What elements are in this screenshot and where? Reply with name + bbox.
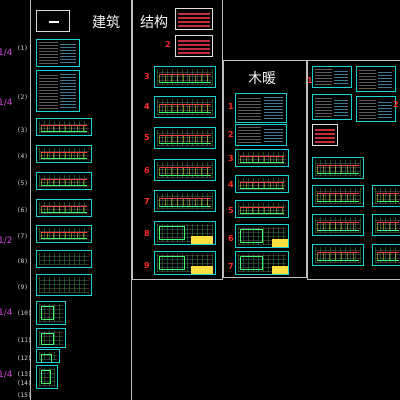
sheet-index: (9) xyxy=(17,284,28,291)
sheet-number: 5 xyxy=(228,206,234,215)
sheet-thumbnail[interactable] xyxy=(154,251,216,275)
sheet-thumbnail[interactable] xyxy=(154,221,216,245)
sheet-index: (1) xyxy=(17,45,28,52)
sheet-index: (3) xyxy=(17,127,28,134)
sheet-thumbnail[interactable] xyxy=(235,149,289,167)
sheet-index: (8) xyxy=(17,258,28,265)
sheet-thumbnail[interactable] xyxy=(372,214,400,236)
sheet-thumbnail[interactable] xyxy=(372,244,400,266)
sheet-number: 3 xyxy=(228,154,234,163)
sheet-number: 9 xyxy=(144,261,150,270)
sheet-number: 5 xyxy=(144,133,150,142)
sheet-thumbnail[interactable] xyxy=(154,159,216,181)
hvac-title: 木暖 xyxy=(248,71,276,87)
sheet-thumbnail[interactable] xyxy=(356,96,396,122)
cover-mark xyxy=(49,21,59,23)
sheet-thumbnail[interactable] xyxy=(235,175,289,193)
sheet-thumbnail[interactable] xyxy=(235,93,287,123)
sheet-thumbnail[interactable] xyxy=(36,274,92,296)
sheet-thumbnail[interactable] xyxy=(36,172,92,190)
sheet-thumbnail[interactable] xyxy=(312,185,364,207)
sheet-thumbnail[interactable] xyxy=(312,214,364,236)
sheet-thumbnail[interactable] xyxy=(235,251,289,275)
sheet-index: (15) xyxy=(17,392,32,399)
sheet-thumbnail[interactable] xyxy=(36,199,92,217)
sheet-thumbnail[interactable] xyxy=(154,190,216,212)
sheet-thumbnail[interactable] xyxy=(312,66,352,88)
architecture-title: 建筑 xyxy=(92,15,120,31)
sheet-thumbnail[interactable] xyxy=(154,96,216,118)
sheet-thumbnail[interactable] xyxy=(36,301,66,325)
sheet-thumbnail[interactable] xyxy=(154,66,216,88)
sheet-number: 2 xyxy=(393,100,399,109)
sheet-thumbnail[interactable] xyxy=(36,328,66,348)
sheet-thumbnail[interactable] xyxy=(36,118,92,136)
sheet-number: 4 xyxy=(144,102,150,111)
cover-sheet[interactable] xyxy=(36,10,70,32)
sheet-number: 6 xyxy=(144,166,150,175)
sheet-number: 7 xyxy=(144,197,150,206)
supplementary-frame xyxy=(307,60,400,280)
hvac-frame xyxy=(223,60,307,278)
sheet-number: 8 xyxy=(144,229,150,238)
sheet-index: (12) xyxy=(17,355,32,362)
sheet-index: (7) xyxy=(17,233,28,240)
sheet-thumbnail[interactable] xyxy=(36,225,92,243)
sheet-index: (5) xyxy=(17,180,28,187)
sheet-number: 4 xyxy=(228,180,234,189)
sheet-thumbnail[interactable] xyxy=(235,200,289,218)
scale-label: 1/4 xyxy=(0,98,13,108)
sheet-thumbnail[interactable] xyxy=(356,66,396,92)
sheet-thumbnail[interactable] xyxy=(235,124,287,146)
sheet-thumbnail[interactable] xyxy=(36,250,92,268)
sheet-number: 2 xyxy=(228,130,234,139)
sheet-number: 1 xyxy=(228,102,234,111)
sheet-thumbnail[interactable] xyxy=(36,70,80,112)
sheet-thumbnail[interactable] xyxy=(36,365,58,389)
scale-label: 1/4 xyxy=(0,308,13,318)
sheet-thumbnail[interactable] xyxy=(372,185,400,207)
sheet-number: 3 xyxy=(144,72,150,81)
structure-frame xyxy=(132,0,223,280)
sheet-index: (10) xyxy=(17,310,32,317)
sheet-number: 1 xyxy=(307,76,313,85)
sheet-thumbnail[interactable] xyxy=(312,157,364,179)
scale-label: 1/4 xyxy=(0,370,13,380)
sheet-index: (6) xyxy=(17,207,28,214)
sheet-thumbnail[interactable] xyxy=(175,8,213,30)
sheet-index: (11) xyxy=(17,337,32,344)
sheet-thumbnail[interactable] xyxy=(154,127,216,149)
sheet-index: (14) xyxy=(17,380,32,387)
sheet-number: 2 xyxy=(165,40,171,49)
sheet-number: 6 xyxy=(228,234,234,243)
scale-label: 1/2 xyxy=(0,236,13,246)
sheet-index: (4) xyxy=(17,153,28,160)
structure-title: 结构 xyxy=(140,15,168,31)
sheet-thumbnail[interactable] xyxy=(36,145,92,163)
architecture-frame xyxy=(30,0,132,400)
sheet-thumbnail[interactable] xyxy=(36,349,60,363)
sheet-thumbnail[interactable] xyxy=(312,244,364,266)
sheet-index: (13) xyxy=(17,371,32,378)
sheet-thumbnail[interactable] xyxy=(235,224,289,248)
sheet-thumbnail[interactable] xyxy=(36,39,80,67)
sheet-index: (2) xyxy=(17,94,28,101)
sheet-thumbnail[interactable] xyxy=(312,94,352,120)
sheet-number: 7 xyxy=(228,262,234,271)
sheet-thumbnail[interactable] xyxy=(312,124,338,146)
sheet-thumbnail[interactable] xyxy=(175,35,213,57)
scale-label: 1/4 xyxy=(0,48,13,58)
